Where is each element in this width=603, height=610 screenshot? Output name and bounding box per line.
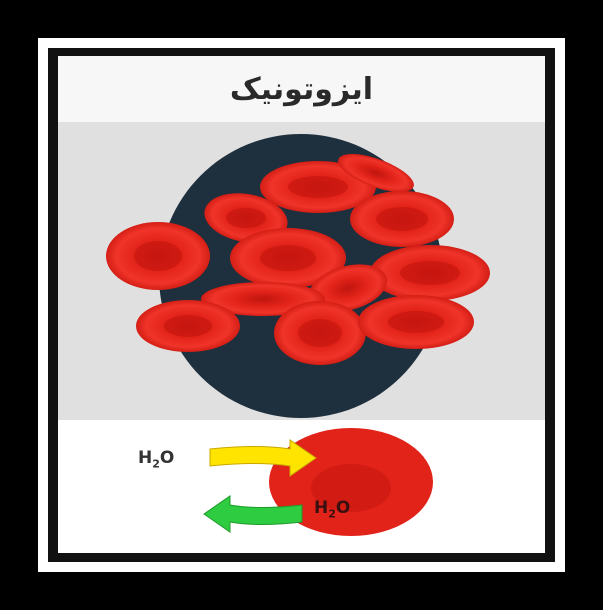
red-blood-cell	[136, 300, 240, 352]
diagram-illustration	[58, 56, 545, 553]
diagram-panel: ایزوتونیک	[58, 56, 545, 553]
water-label-outside: H2O	[138, 448, 174, 470]
red-blood-cell	[358, 295, 474, 349]
red-blood-cell	[370, 245, 490, 301]
water-label-inside: H2O	[314, 498, 350, 520]
red-blood-cell	[274, 301, 366, 365]
red-blood-cell	[350, 191, 454, 247]
red-blood-cells	[106, 146, 490, 365]
red-blood-cell	[106, 222, 210, 290]
